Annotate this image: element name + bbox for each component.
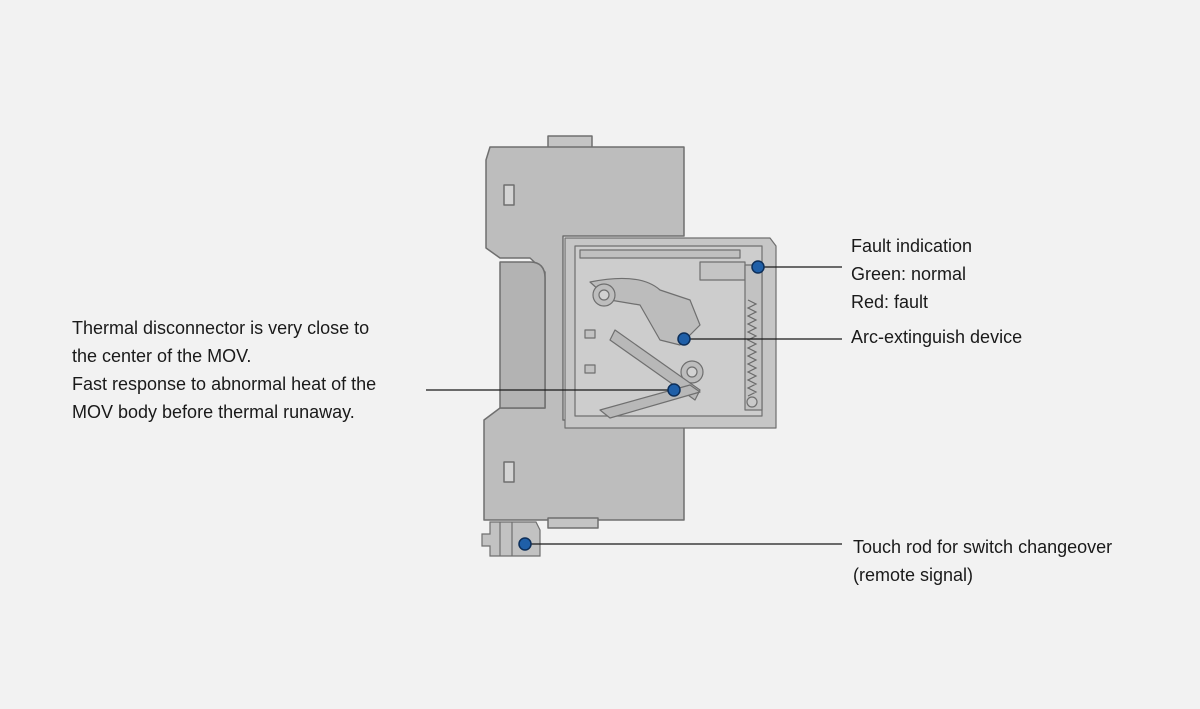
arc-extinguish-callout: Arc-extinguish device [851,323,1022,351]
touch-rod [481,521,541,557]
callout-line: Fault indication [851,236,973,256]
marker-arc [677,332,691,346]
callout-line: Thermal disconnector is very close to [72,318,370,338]
leader-lines [426,266,842,545]
marker-rod [518,537,532,551]
thermal-disconnector-callout: Thermal disconnector is very close to th… [72,314,376,426]
callout-line: Arc-extinguish device [851,327,1023,347]
marker-thermal [667,383,681,397]
spring [746,299,758,397]
callout-line: MOV body before thermal runaway. [72,402,355,422]
touch-rod-callout: Touch rod for switch changeover (remote … [853,533,1112,589]
callout-line: (remote signal) [853,565,974,585]
callout-line: Touch rod for switch changeover [853,537,1113,557]
callout-line: the center of the MOV. [72,346,252,366]
marker-fault [751,260,765,274]
callout-markers [518,260,765,551]
callout-line: Red: fault [851,292,929,312]
mechanism-chamber [564,237,777,429]
callout-line: Fast response to abnormal heat of the [72,374,377,394]
fault-indication-callout: Fault indication Green: normal Red: faul… [851,232,972,316]
callout-line: Green: normal [851,264,967,284]
